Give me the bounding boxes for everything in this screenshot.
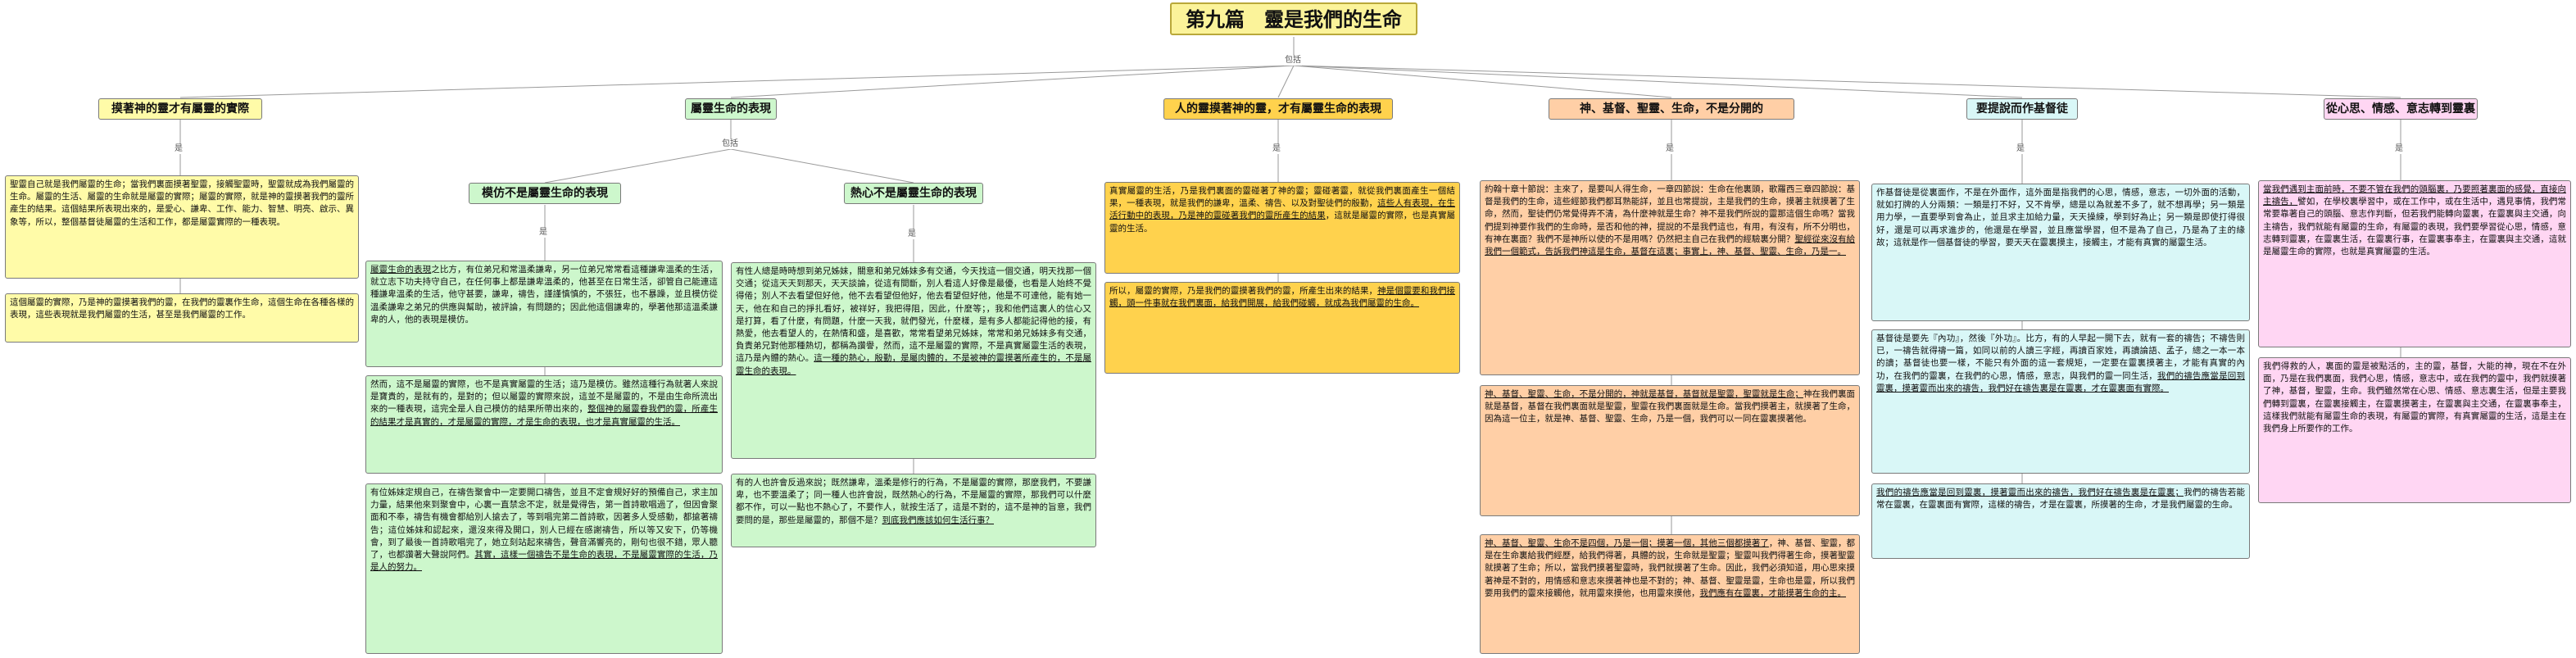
branch-zeal[interactable]: 熱心不是屬靈生命的表現 [844, 183, 983, 204]
text-box-spiritual-reality[interactable]: 聖靈自己就是我們屬靈的生命；當我們裏面摸著聖靈，接觸聖靈時，聖靈就成為我們屬靈的… [5, 175, 359, 279]
connector-label-include: 包括 [721, 139, 739, 149]
text-box-imitation-example[interactable]: 屬靈生命的表現之比方，有位弟兄和常溫柔謙卑，另一位弟兄常常看這種謙卑溫柔的生活，… [365, 261, 723, 367]
connector-label-is: 是 [2394, 144, 2404, 154]
text-box-prayer-in-spirit[interactable]: 我們的禱告應當是回到靈裏，摸著靈而出來的禱告，我們好在禱告裏是在靈裏；我們的禱告… [1871, 483, 2250, 559]
text-box-prayer-example[interactable]: 有位姊妹定規自己，在禱告聚會中一定要開口禱告，並且不定會規好好的預備自己，求主加… [365, 483, 723, 654]
text-box-not-separate[interactable]: 神、基督、聖靈、生命，不是分開的，神就是基督，基督就是聖靈，聖靈就是生命；神在我… [1480, 385, 1860, 516]
connector-label-is: 是 [907, 229, 917, 239]
connector-label-is: 是 [1665, 144, 1675, 154]
text-box-regenerated-spirit[interactable]: 我們得救的人，裏面的靈是被點活的，主的靈，基督，大能的神，現在不在外面，乃是在我… [2258, 357, 2571, 503]
text-box-life-verses[interactable]: 約翰十章十節說：主來了，是要叫人得生命，一章四節說：生命在他裏頭，歌羅西三章四節… [1480, 180, 1860, 375]
text-box-how-to-live[interactable]: 有的人也許會反過來說；既然謙卑，溫柔是修行的行為，不是屬靈的實際，那麼我們，不要… [731, 474, 1096, 547]
branch-life-expression[interactable]: 屬靈生命的表現 [685, 98, 777, 120]
text-box-true-spiritual-life[interactable]: 真實屬靈的生活，乃是我們裏面的靈碰著了神的靈；靈碰著靈，就從我們裏面產生一個結果… [1104, 182, 1460, 274]
text-box-touch-one-all[interactable]: 神、基督、聖靈、生命不是四個，乃是一個；摸著一個，其他三個都摸著了，神、基督、聖… [1480, 534, 1860, 654]
connector-label-is: 是 [538, 228, 548, 238]
text-box-spirit-touch-result[interactable]: 所以，屬靈的實際，乃是我們的靈摸著我們的靈，所產生出來的結果，神是個靈要和我們接… [1104, 282, 1460, 374]
text-box-imitation-not-reality[interactable]: 然而，這不是屬靈的實際，也不是真實屬靈的生活；這乃是模仿。雖然這種行為就著人來說… [365, 375, 723, 474]
text-box-reality-result[interactable]: 這個屬靈的實際，乃是神的靈摸著我們的靈，在我們的靈裏作生命，這個生命在各種各樣的… [5, 293, 359, 343]
branch-imitation[interactable]: 模仿不是屬靈生命的表現 [469, 183, 621, 204]
text-box-follow-inner-sense[interactable]: 當我們遇到主面前時，不要不管在我們的頭腦裏，乃要照著裏面的感覺，直接向主禱告，譬… [2258, 180, 2571, 347]
text-box-zeal-example[interactable]: 有性人總是時時想到弟兄姊妹，關意和弟兄姊妹多有交通，今天找這一個交通，明天找那一… [731, 262, 1096, 459]
branch-touch-spirit[interactable]: 摸著神的靈才有屬靈的實際 [98, 98, 262, 120]
text-box-from-within[interactable]: 作基督徒是從裏面作，不是在外面作，這外面是指我們的心思，情感，意志，一切外面的活… [1871, 184, 2250, 321]
main-title[interactable]: 第九篇 靈是我們的生命 [1170, 2, 1417, 35]
branch-christian-from-within[interactable]: 要提說而作基督徒 [1966, 98, 2078, 120]
connector-label-is: 是 [1272, 144, 1281, 154]
branch-turn-to-spirit[interactable]: 從心思、情感、意志轉到靈裏 [2324, 98, 2478, 120]
text-box-inner-work[interactable]: 基督徒是要先『內功』，然後『外功』。比方，有的人早起一開下去，就有一套的禱告；不… [1871, 329, 2250, 474]
connector-label-is: 是 [174, 144, 184, 154]
branch-god-christ-spirit-life[interactable]: 神、基督、聖靈、生命，不是分開的 [1549, 98, 1794, 120]
connector-label-is: 是 [2016, 144, 2025, 154]
connector-label-include: 包括 [1284, 56, 1302, 66]
branch-spirit-touch-spirit[interactable]: 人的靈摸著神的靈，才有屬靈生命的表現 [1163, 98, 1393, 120]
